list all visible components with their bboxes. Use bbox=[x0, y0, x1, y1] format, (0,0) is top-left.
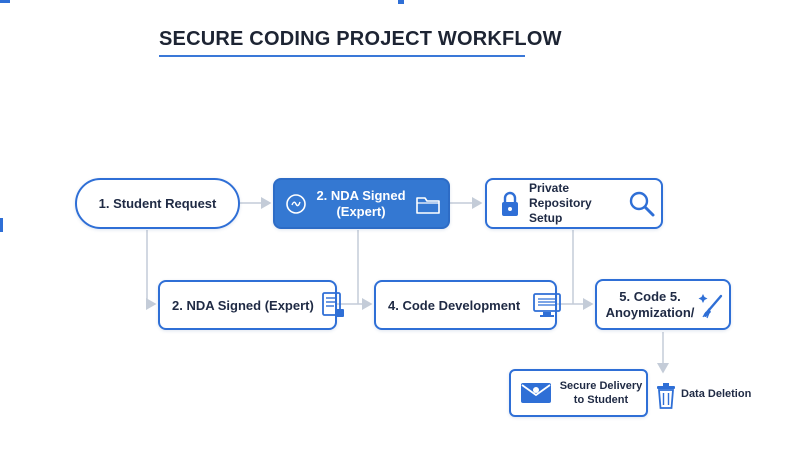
node-nda-signed-expert-mid-label: 2. NDA Signed (Expert) bbox=[172, 297, 314, 313]
node-student-request-label: 1. Student Request bbox=[98, 196, 217, 211]
wand-icon bbox=[697, 290, 725, 320]
edge-mark-top-left bbox=[0, 0, 10, 3]
badge-icon bbox=[285, 193, 307, 215]
node-nda-signed-expert-top[interactable]: 2. NDA Signed (Expert) bbox=[273, 178, 450, 229]
node-nda-signed-expert-mid[interactable]: 2. NDA Signed (Expert) bbox=[158, 280, 344, 330]
monitor-icon bbox=[532, 291, 562, 319]
edge-mark-left bbox=[0, 218, 3, 232]
title-underline bbox=[159, 55, 525, 57]
node-private-repository-setup-label: Private Repository Setup bbox=[529, 181, 592, 225]
node-code-development[interactable]: 4. Code Development bbox=[374, 280, 562, 330]
node-code-development-label: 4. Code Development bbox=[388, 297, 521, 313]
connector-request-to-nda-mid bbox=[146, 230, 157, 310]
envelope-icon bbox=[519, 380, 553, 406]
node-code-anonymization[interactable]: 5. Code 5. Anoymization/ bbox=[595, 279, 731, 330]
data-deletion-label: Data Deletion bbox=[681, 388, 752, 400]
diagram-title: SECURE CODING PROJECT WORKFLOW bbox=[159, 28, 562, 50]
document-icon bbox=[320, 291, 346, 319]
node-private-repository-setup[interactable]: Private Repository Setup bbox=[485, 178, 663, 229]
magnifier-icon bbox=[628, 190, 656, 218]
edge-mark-top-right bbox=[398, 0, 404, 4]
node-secure-delivery[interactable]: Secure Delivery to Student bbox=[509, 369, 648, 417]
lock-icon bbox=[499, 190, 521, 218]
node-code-anonymization-label: 5. Code 5. Anoymization/ bbox=[605, 288, 695, 320]
trash-icon bbox=[655, 382, 677, 410]
folder-icon bbox=[415, 193, 441, 215]
node-nda-signed-expert-top-label: 2. NDA Signed (Expert) bbox=[316, 187, 406, 219]
node-secure-delivery-label: Secure Delivery to Student bbox=[559, 380, 643, 406]
node-student-request[interactable]: 1. Student Request bbox=[75, 178, 240, 229]
